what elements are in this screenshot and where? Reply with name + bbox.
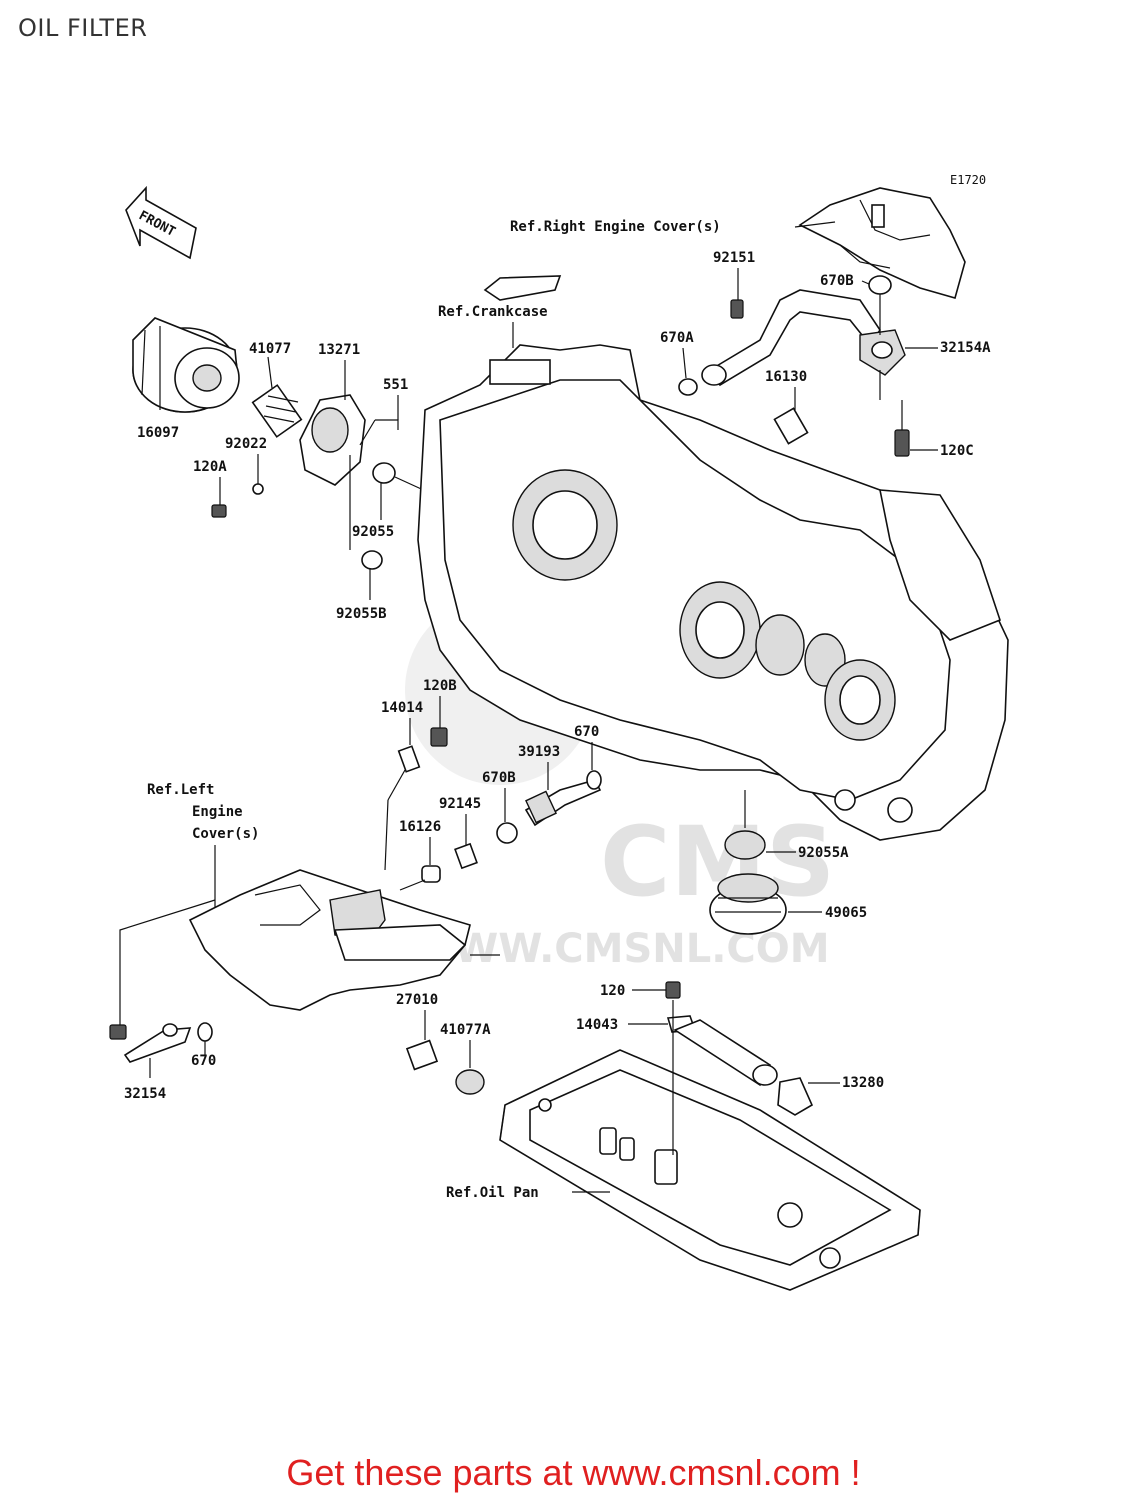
housing-13271 (299, 394, 366, 486)
pipe-13280 (673, 1019, 814, 1116)
part-label-41077A: 41077A (440, 1022, 491, 1038)
part-label-92055: 92055 (352, 524, 394, 540)
part-label-92151: 92151 (713, 250, 755, 266)
right-engine-cover-ref (798, 187, 966, 299)
part-label-670B-mid: 670B (482, 770, 516, 786)
diagram-code: E1720 (950, 173, 986, 187)
part-label-49065: 49065 (825, 905, 867, 921)
part-label-670-low: 670 (191, 1053, 216, 1069)
ref-left-engine-cover-label-3: Cover(s) (192, 826, 259, 842)
strainer-49065 (709, 873, 787, 935)
oil-pipe-32154A (701, 289, 906, 387)
part-label-551: 551 (383, 377, 408, 393)
ref-left-engine-cover-label-2: Engine (192, 804, 243, 820)
watermark-url: WWW.CMSNL.COM (410, 926, 830, 972)
ref-left-engine-cover-label-1: Ref.Left (147, 782, 214, 798)
part-label-92055A: 92055A (798, 845, 849, 861)
part-label-27010: 27010 (396, 992, 438, 1008)
crankcase-ref-body (417, 275, 1009, 841)
ref-crankcase-label: Ref.Crankcase (438, 304, 548, 320)
part-label-32154A: 32154A (940, 340, 991, 356)
front-arrow-icon: FRONT (125, 185, 197, 260)
part-label-92022: 92022 (225, 436, 267, 452)
part-label-120C: 120C (940, 443, 974, 459)
part-label-16097: 16097 (137, 425, 179, 441)
part-label-120B: 120B (423, 678, 457, 694)
part-label-39193: 39193 (518, 744, 560, 760)
part-label-92055B: 92055B (336, 606, 387, 622)
get-parts-link[interactable]: Get these parts at www.cmsnl.com ! (286, 1452, 861, 1493)
part-label-120: 120 (600, 983, 625, 999)
part-label-16126: 16126 (399, 819, 441, 835)
part-label-14043: 14043 (576, 1017, 618, 1033)
nipple-41077 (251, 384, 303, 438)
part-label-92145: 92145 (439, 796, 481, 812)
left-engine-cover-ref-body (188, 869, 500, 1011)
part-label-670-mid: 670 (574, 724, 599, 740)
part-label-13280: 13280 (842, 1075, 884, 1091)
part-label-41077: 41077 (249, 341, 291, 357)
part-label-670A: 670A (660, 330, 694, 346)
part-label-32154: 32154 (124, 1086, 166, 1102)
part-label-16130: 16130 (765, 369, 807, 385)
oil-filter-16097 (132, 317, 240, 413)
part-label-120A: 120A (193, 459, 227, 475)
part-label-14014: 14014 (381, 700, 423, 716)
ref-right-engine-cover-label: Ref.Right Engine Cover(s) (510, 219, 721, 235)
part-label-13271: 13271 (318, 342, 360, 358)
page-title: OIL FILTER (18, 14, 148, 42)
oil-pan-ref-body (499, 1049, 921, 1291)
part-label-670B-top: 670B (820, 273, 854, 289)
ref-oil-pan-label: Ref.Oil Pan (446, 1185, 539, 1201)
